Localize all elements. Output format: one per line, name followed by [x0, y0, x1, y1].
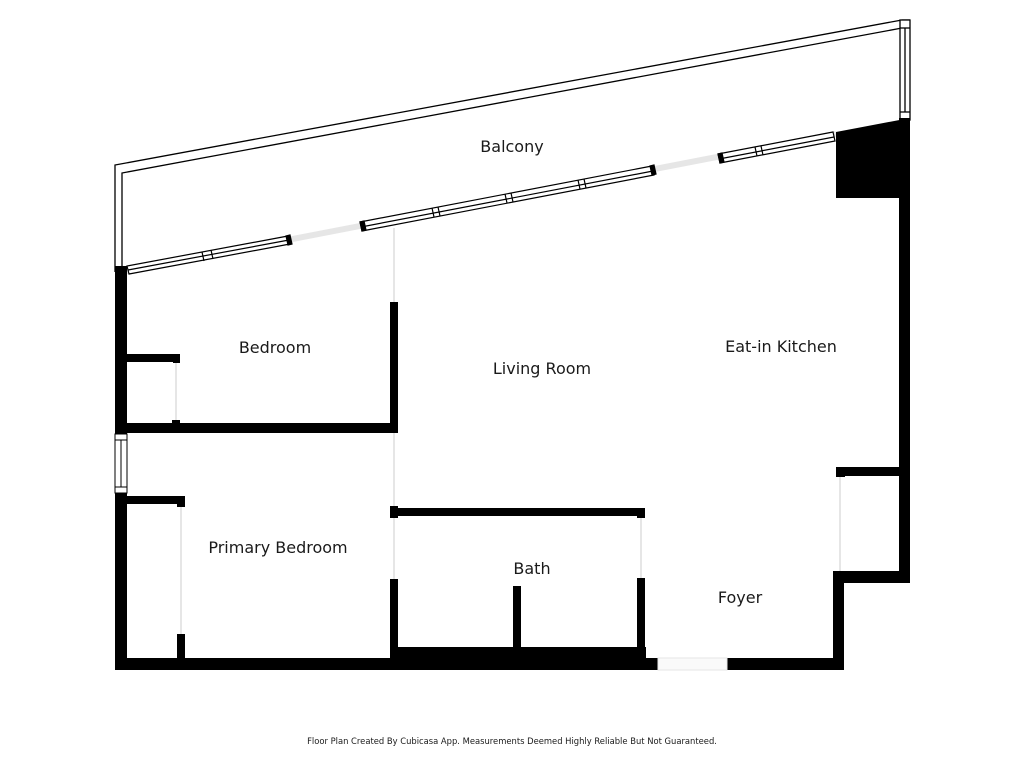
kitchen-niche-top-stub [836, 467, 845, 477]
walls [115, 118, 910, 670]
window-3 [717, 131, 836, 164]
bottom-wall-left [115, 658, 395, 670]
room-label-living-room: Living Room [493, 359, 591, 378]
room-label-bedroom: Bedroom [239, 338, 311, 357]
window-1 [126, 234, 293, 275]
bedroom-right-wall [390, 302, 398, 433]
left-exterior-wall-upper [115, 266, 127, 434]
bedroom-divider-wall [115, 423, 398, 433]
bedroom-closet-wall [115, 354, 180, 362]
primary-right-wall-lower [390, 579, 398, 664]
slanted-window-wall [121, 131, 837, 275]
room-label-eat-in-kitchen: Eat-in Kitchen [725, 337, 837, 356]
bath-top-wall [390, 508, 645, 516]
window-2 [359, 164, 657, 232]
bath-bottom-wall [390, 647, 646, 670]
primary-closet-top-stub [177, 496, 185, 507]
room-label-bath: Bath [513, 559, 550, 578]
right-exterior-wall [899, 118, 910, 583]
left-exterior-wall-lower [115, 493, 127, 670]
left-window [114, 433, 128, 494]
kitchen-niche-bottom-wall [833, 571, 910, 583]
disclaimer-footer: Floor Plan Created By Cubicasa App. Meas… [307, 736, 717, 746]
kitchen-niche-top-wall [836, 467, 910, 476]
primary-closet-bottom-stub [177, 634, 185, 664]
balcony-railing [114, 19, 911, 272]
bottom-wall-right [727, 658, 844, 670]
bath-right-wall [637, 578, 645, 664]
room-label-balcony: Balcony [480, 137, 543, 156]
foyer-right-wall [833, 571, 844, 670]
room-label-primary-bedroom: Primary Bedroom [208, 538, 347, 557]
room-label-foyer: Foyer [718, 588, 763, 607]
primary-closet-top-wall [115, 496, 185, 504]
openings [175, 228, 841, 634]
bedroom-closet-stub [173, 354, 180, 363]
entry-door-opening [657, 657, 728, 671]
bath-top-right-stub [637, 508, 645, 518]
bath-partition-wall [513, 586, 521, 656]
structural-column [836, 118, 910, 198]
